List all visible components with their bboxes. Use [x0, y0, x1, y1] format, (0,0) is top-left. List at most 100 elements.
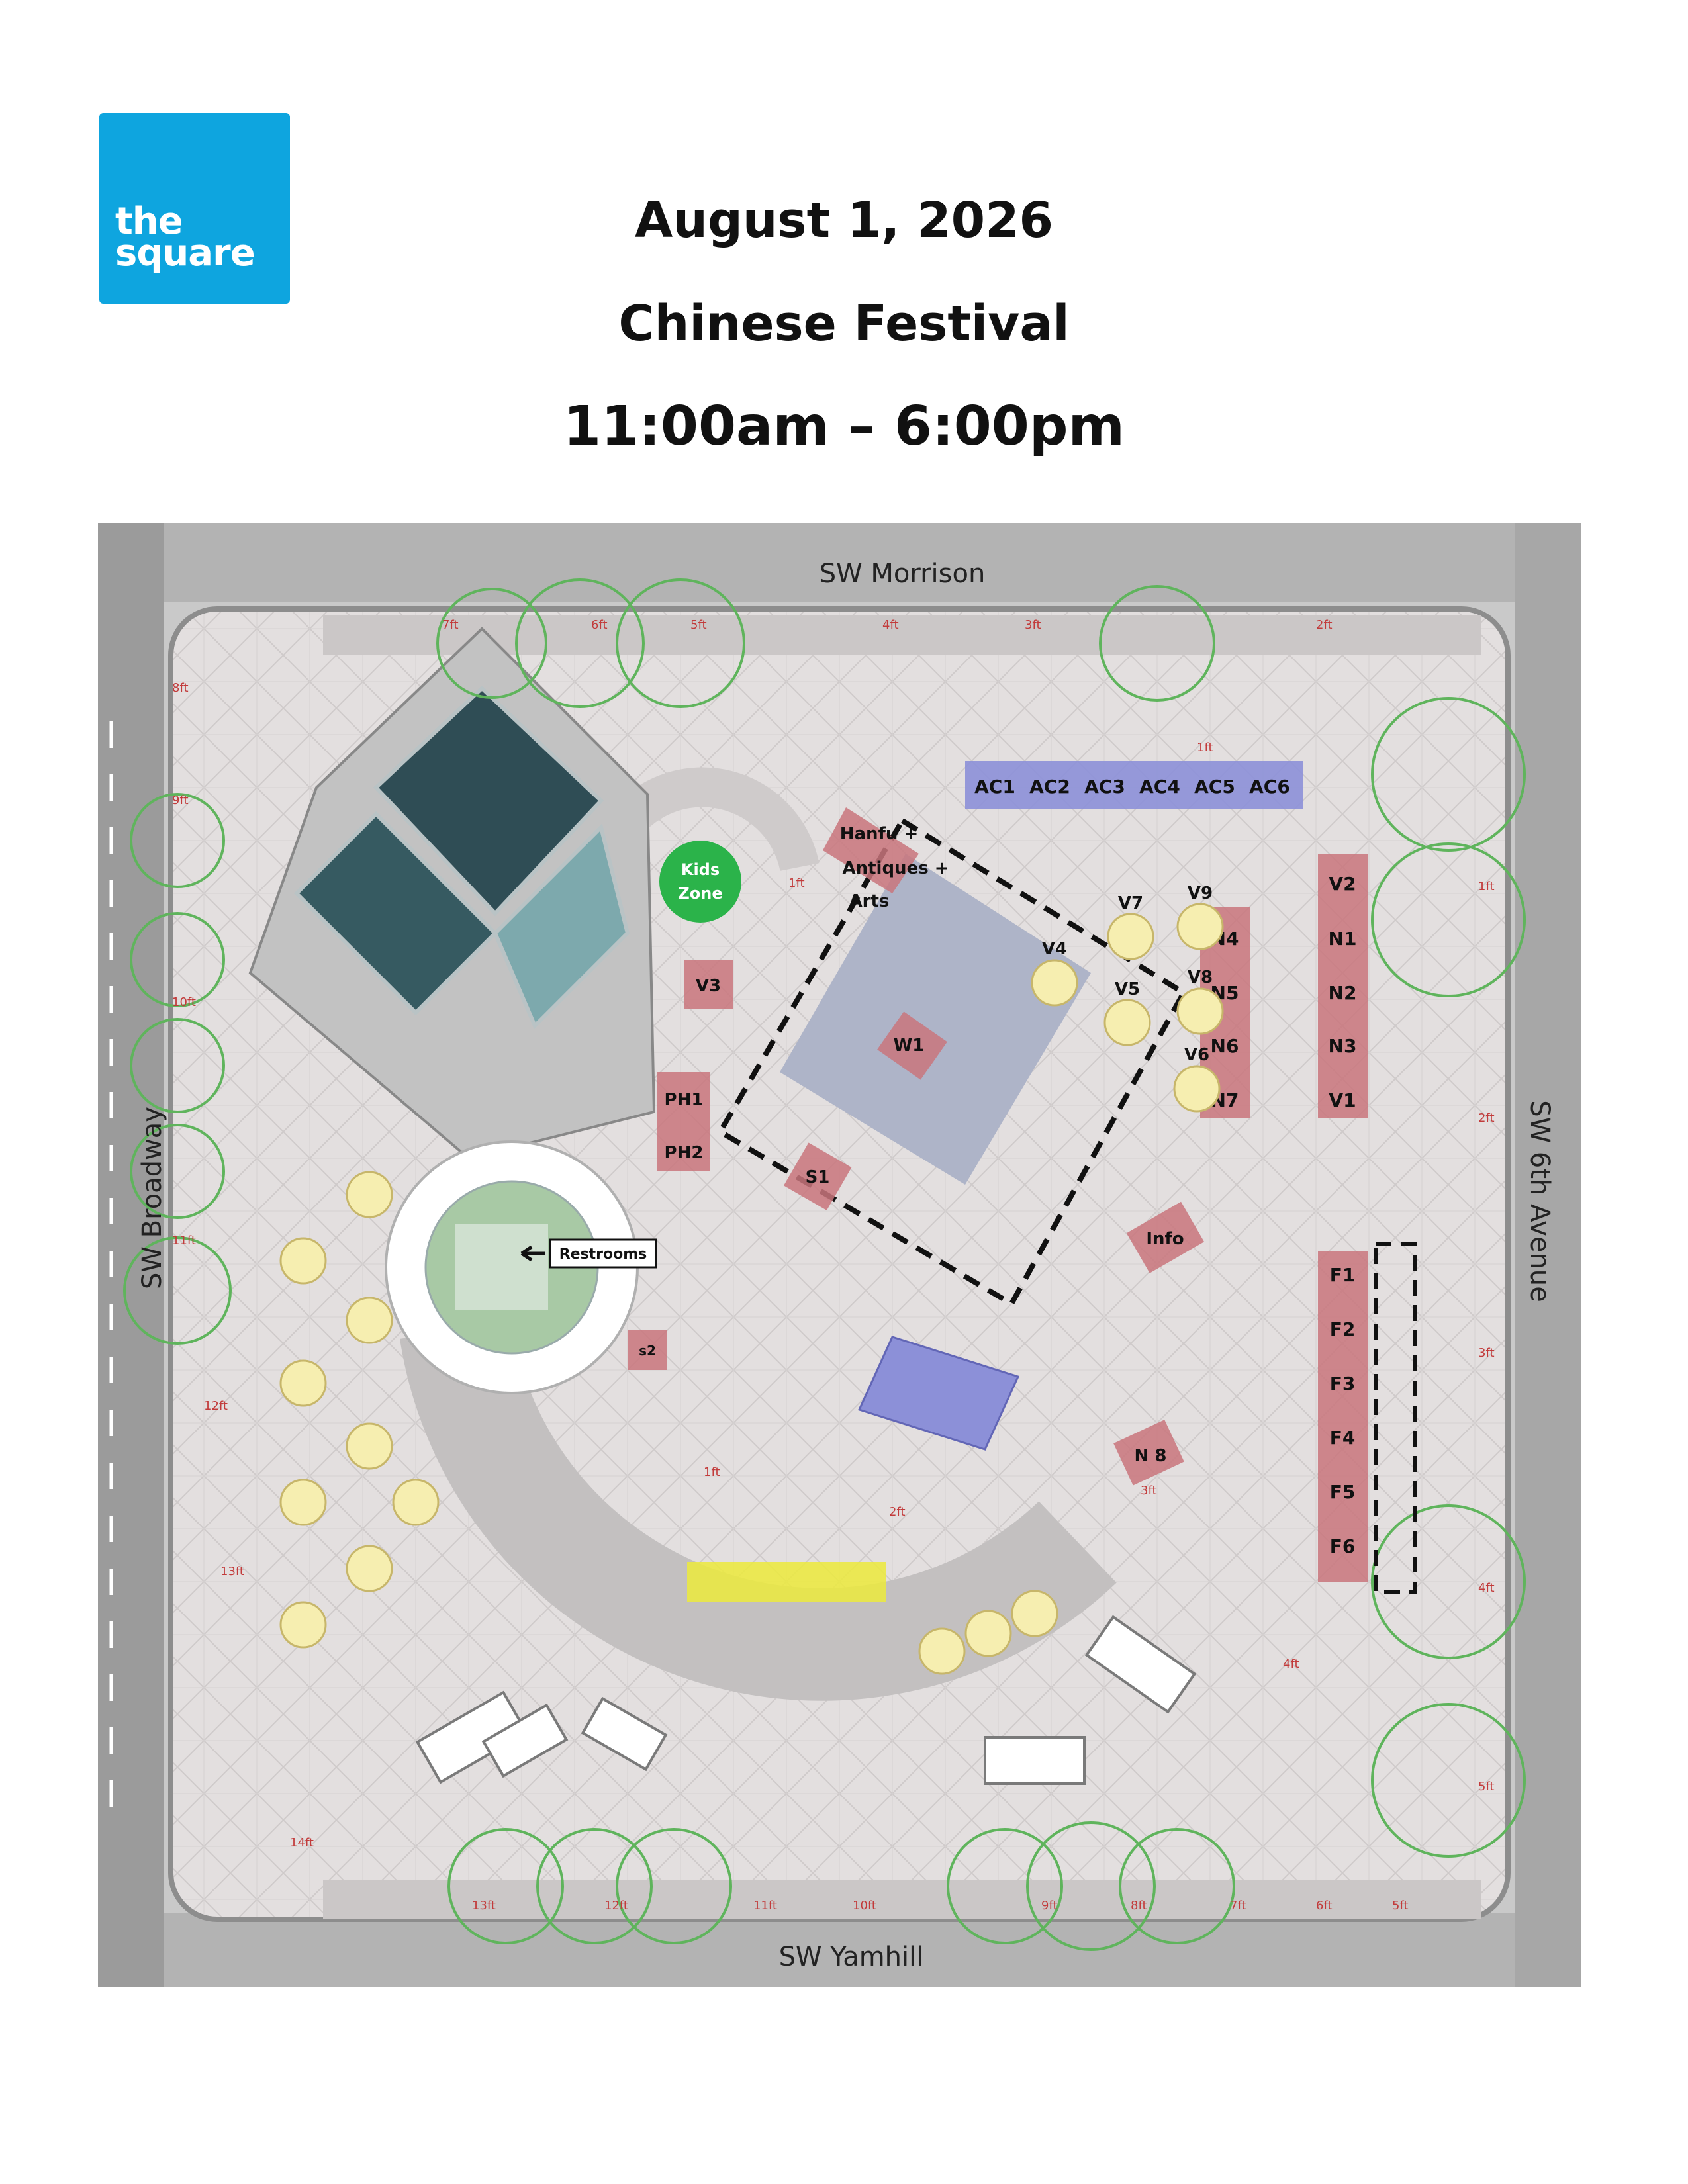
dist-north-6ft: 6ft	[591, 618, 608, 632]
logo-line-2: square	[115, 232, 256, 275]
festival-site-map: Restrooms SW Morrison SW Yamhill SW Broa…	[98, 523, 1581, 1987]
restroom-core	[455, 1224, 548, 1310]
booth-v5: V5	[1115, 979, 1140, 999]
dist-north-3ft: 3ft	[1025, 618, 1041, 632]
booth-v4: V4	[1042, 939, 1067, 959]
dist-west-14ft: 14ft	[290, 1836, 314, 1850]
booth-v3: V3	[696, 976, 721, 996]
the-square-logo: the square	[99, 113, 290, 304]
south-steps	[323, 1880, 1481, 1919]
booth-ac2: AC2	[1029, 776, 1070, 797]
dist-south-10ft: 10ft	[853, 1899, 876, 1913]
east-street	[1515, 523, 1581, 1987]
restrooms-label: Restrooms	[559, 1246, 647, 1263]
booth-ph1: PH1	[665, 1090, 704, 1110]
dist-west-13ft: 13ft	[220, 1565, 244, 1578]
dist-north-4ft: 4ft	[882, 618, 899, 632]
stage	[780, 854, 1091, 1185]
booth-ac5: AC5	[1194, 776, 1235, 797]
dist-interior-1ft-a: 1ft	[788, 876, 805, 890]
booth-n8: N 8	[1135, 1446, 1167, 1466]
dist-interior-1ft-b: 1ft	[704, 1465, 720, 1479]
booth-ac3: AC3	[1084, 776, 1125, 797]
yellow-zone	[687, 1562, 886, 1602]
dist-south-8ft: 8ft	[1131, 1899, 1147, 1913]
booth-n2: N2	[1329, 982, 1357, 1004]
hanfu-line-1: Hanfu +	[840, 824, 918, 844]
booth-n1: N1	[1329, 928, 1357, 950]
trees	[123, 578, 1526, 1951]
dist-west-8ft: 8ft	[172, 681, 189, 695]
booth-f5: F5	[1330, 1481, 1356, 1503]
glass-roof	[373, 685, 604, 917]
food-trucks	[415, 1615, 1197, 1785]
restrooms-arrow-icon	[520, 1245, 545, 1262]
dist-west-11ft: 11ft	[172, 1234, 196, 1248]
misc-booths: V3 W1 PH1 PH2 S1 s2 Info N 8	[628, 960, 1205, 1486]
booth-ph2: PH2	[665, 1143, 704, 1163]
dist-south-11ft: 11ft	[753, 1899, 777, 1913]
booth-v2: V2	[1329, 873, 1356, 895]
glass-roof-light	[492, 823, 630, 1030]
logo-wordmark: the square	[115, 200, 256, 275]
booth-n6: N6	[1211, 1035, 1239, 1057]
vendor-circles: V4 V5 V6 V7 V8 V9	[1031, 884, 1224, 1113]
dist-south-9ft: 9ft	[1041, 1899, 1058, 1913]
event-date: August 1, 2026	[634, 192, 1054, 249]
dist-north-1ft: 1ft	[1197, 741, 1213, 754]
arts-crafts-row: AC1 AC2 AC3 AC4 AC5 AC6	[965, 761, 1303, 809]
booth-v7: V7	[1118, 893, 1143, 913]
dist-east-5ft: 5ft	[1478, 1780, 1495, 1794]
booth-ac4: AC4	[1139, 776, 1180, 797]
street-label-south: SW Yamhill	[779, 1942, 924, 1972]
booth-s1: S1	[806, 1167, 830, 1187]
booth-s2: s2	[639, 1343, 656, 1359]
dist-east-2ft: 2ft	[1478, 1111, 1495, 1125]
hanfu-line-2: Antiques +	[842, 858, 949, 878]
dist-south-5ft: 5ft	[1392, 1899, 1409, 1913]
dist-east-1ft: 1ft	[1478, 880, 1495, 893]
kids-zone-line-2: Zone	[678, 884, 722, 903]
booth-f4: F4	[1330, 1427, 1356, 1449]
stage-perimeter	[716, 817, 1188, 1308]
booth-v1: V1	[1329, 1089, 1356, 1111]
booth-ac6: AC6	[1249, 776, 1290, 797]
dist-north-5ft: 5ft	[690, 618, 707, 632]
booth-w1: W1	[894, 1036, 925, 1056]
booth-f3: F3	[1330, 1373, 1356, 1394]
dist-north-7ft: 7ft	[442, 618, 459, 632]
dist-west-12ft: 12ft	[204, 1399, 228, 1413]
amphitheater-steps	[400, 1321, 1117, 1701]
west-street	[98, 523, 164, 1987]
dist-interior-3ft: 3ft	[1141, 1484, 1157, 1498]
picnic-tables	[279, 1171, 1058, 1675]
booth-v8: V8	[1188, 968, 1213, 987]
kids-zone-line-1: Kids	[681, 860, 720, 879]
dist-west-10ft: 10ft	[172, 995, 196, 1009]
dist-interior-2ft: 2ft	[889, 1505, 906, 1519]
booth-column-east: V2 N1 N2 N3 V1	[1318, 854, 1368, 1118]
south-street	[98, 1913, 1581, 1987]
booth-info: Info	[1146, 1229, 1184, 1249]
street-label-east: SW 6th Avenue	[1524, 1100, 1555, 1302]
street-label-west: SW Broadway	[137, 1107, 167, 1289]
booth-v9: V9	[1188, 884, 1213, 903]
dist-west-9ft: 9ft	[172, 794, 189, 807]
booth-f2: F2	[1330, 1318, 1356, 1340]
dist-interior-4ft: 4ft	[1283, 1657, 1299, 1671]
street-label-north: SW Morrison	[820, 559, 986, 589]
dist-north-2ft: 2ft	[1316, 618, 1333, 632]
booth-f6: F6	[1330, 1535, 1356, 1557]
logo-line-1: the	[115, 200, 183, 243]
event-title: Chinese Festival	[618, 295, 1070, 352]
north-street	[98, 523, 1581, 602]
food-column: F1 F2 F3 F4 F5 F6	[1318, 1242, 1417, 1594]
distance-labels: 7ft 6ft 5ft 4ft 3ft 2ft 1ft 8ft 9ft 10ft…	[172, 618, 1495, 1913]
dist-east-4ft: 4ft	[1478, 1581, 1495, 1595]
dist-south-12ft: 12ft	[604, 1899, 628, 1913]
restrooms-sign	[549, 1238, 657, 1269]
booth-f1: F1	[1330, 1264, 1356, 1286]
booth-ac1: AC1	[974, 776, 1015, 797]
dist-south-13ft: 13ft	[472, 1899, 496, 1913]
booth-v6: V6	[1184, 1045, 1209, 1065]
